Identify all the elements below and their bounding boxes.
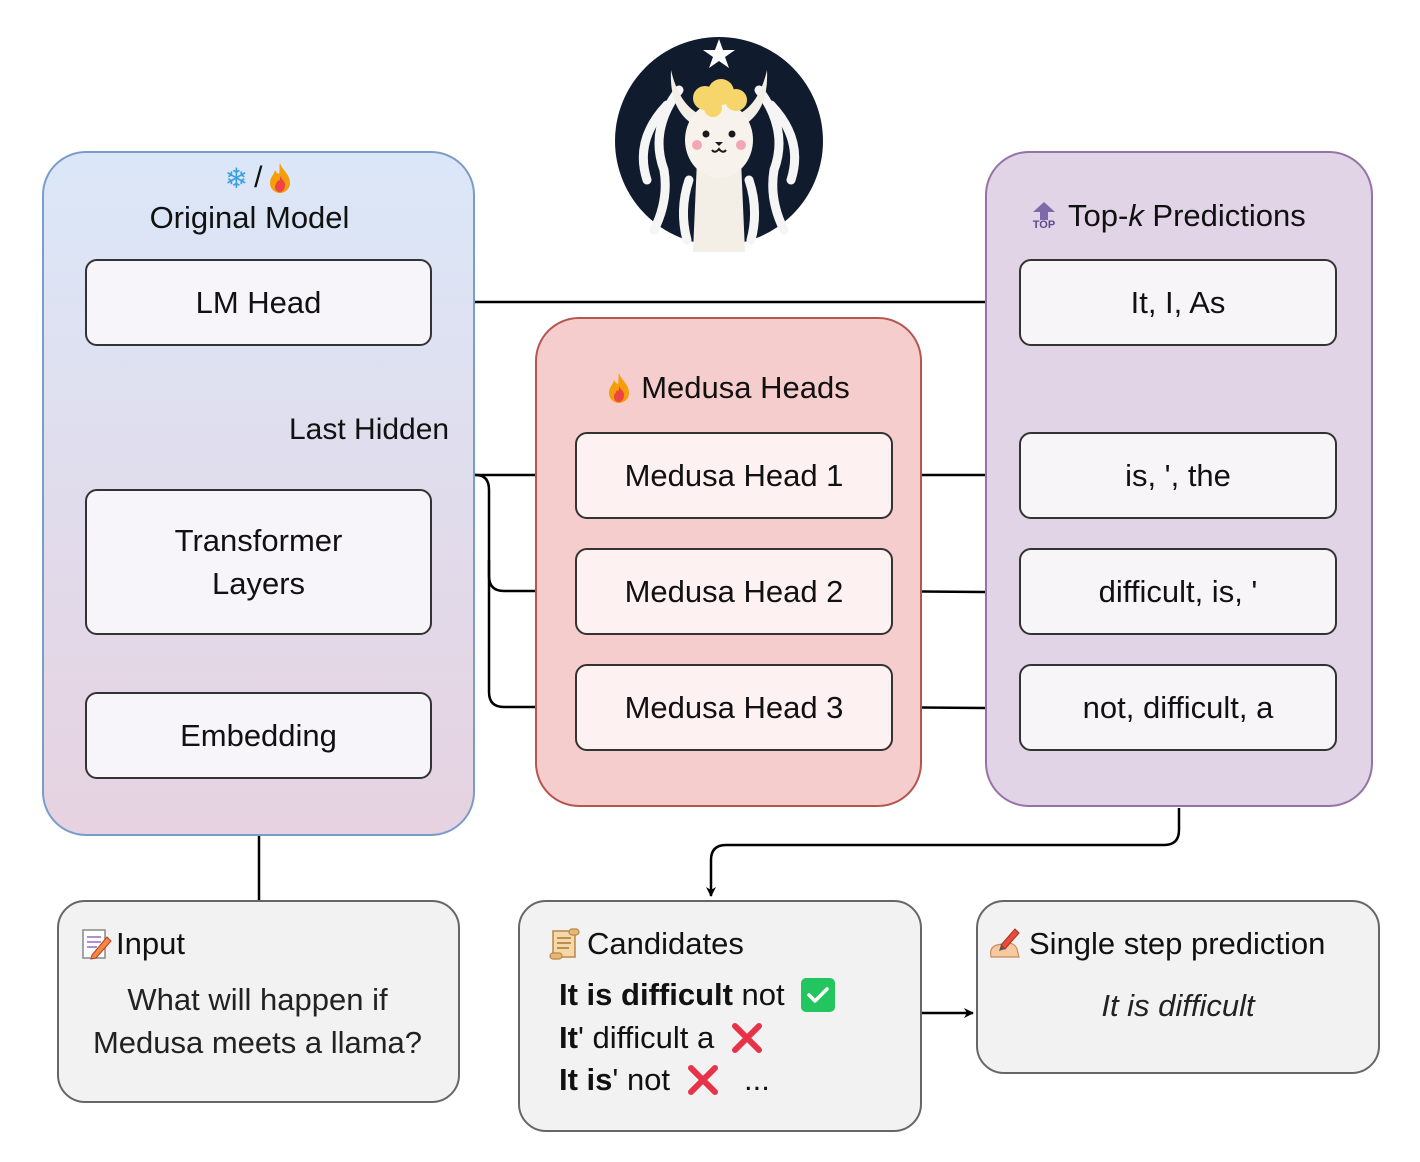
input-text: What will happen if Medusa meets a llama…	[92, 982, 423, 1060]
original-model-header: ❄ /	[42, 158, 475, 198]
medusa-heads-header: Medusa Heads	[535, 366, 922, 410]
prediction-box-1: It, I, As	[1019, 259, 1337, 346]
candidates-title: Candidates	[587, 926, 744, 961]
single-step-box	[976, 900, 1380, 1074]
lm-head-box: LM Head	[85, 259, 432, 346]
last-hidden-label: Last Hidden	[289, 413, 450, 446]
medusa-head-1-box: Medusa Head 1	[575, 432, 893, 519]
embedding-box: Embedding	[85, 692, 432, 779]
medusa-heads-title: Medusa Heads	[641, 370, 850, 405]
arrow-hidden-head3	[487, 560, 572, 712]
medusa-llama-logo	[611, 33, 827, 252]
candidate-line-3: It is' not ...	[559, 1062, 770, 1097]
fire-icon	[270, 163, 291, 193]
medusa-head-3-box: Medusa Head 3	[575, 664, 893, 751]
topk-header: TOP Top-k Predictions	[1030, 192, 1306, 240]
medusa-head-3-label: Medusa Head 3	[624, 689, 844, 725]
candidate-line-2: It' difficult a	[559, 1017, 764, 1059]
prediction-label-2: is, ', the	[1125, 457, 1231, 493]
top-arrow-icon: TOP	[1030, 201, 1058, 231]
writing-hand-icon	[990, 928, 1020, 958]
topk-title: Top-k Predictions	[1068, 198, 1306, 233]
single-step-text: It is difficult	[1101, 988, 1255, 1023]
medusa-head-2-box: Medusa Head 2	[575, 548, 893, 635]
cross-icon	[688, 1065, 719, 1095]
medusa-head-2-label: Medusa Head 2	[624, 573, 844, 609]
candidates-box	[518, 900, 922, 1132]
input-box	[57, 900, 460, 1103]
input-header: Input	[80, 922, 185, 966]
embedding-label: Embedding	[180, 717, 337, 753]
medusa-head-1-label: Medusa Head 1	[624, 457, 844, 493]
single-step-title: Single step prediction	[1029, 926, 1326, 961]
single-step-header: Single step prediction	[987, 922, 1325, 966]
prediction-label-3: difficult, is, '	[1098, 573, 1258, 609]
candidates-ellipsis: ...	[744, 1062, 770, 1097]
scroll-icon	[549, 928, 580, 960]
snowflake-icon: ❄	[224, 162, 249, 194]
cross-icon	[732, 1023, 763, 1053]
transformer-layers-label: Transformer Layers	[174, 522, 343, 601]
original-model-separator: /	[254, 161, 263, 194]
transformer-layers-box: Transformer Layers	[85, 489, 432, 635]
arrow-topk-candidates	[706, 808, 1181, 897]
original-model-title: Original Model	[149, 200, 350, 235]
prediction-label-1: It, I, As	[1130, 284, 1226, 320]
input-title: Input	[116, 926, 185, 961]
prediction-box-4: not, difficult, a	[1019, 664, 1337, 751]
candidates-header: Candidates	[547, 922, 744, 966]
memo-icon	[82, 929, 112, 960]
prediction-box-3: difficult, is, '	[1019, 548, 1337, 635]
prediction-label-4: not, difficult, a	[1082, 689, 1274, 725]
candidate-line-1: It is difficult not	[559, 974, 835, 1016]
lm-head-label: LM Head	[195, 284, 322, 320]
prediction-box-2: is, ', the	[1019, 432, 1337, 519]
fire-icon	[609, 373, 630, 403]
check-icon	[800, 978, 835, 1012]
